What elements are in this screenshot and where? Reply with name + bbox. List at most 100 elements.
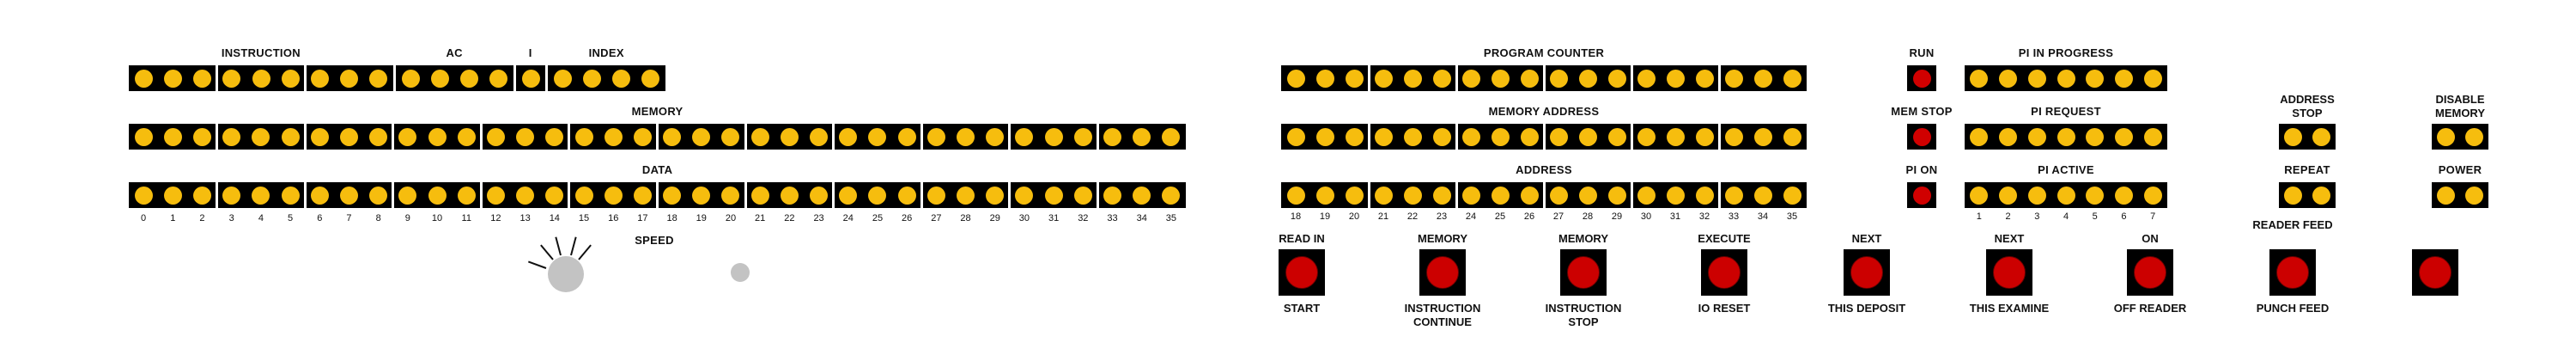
lamp-group-separator (479, 124, 483, 150)
lamp-group-separator (392, 124, 395, 150)
memory-address-lamps-lamp (1753, 127, 1772, 146)
switch-top-label: READ IN (1279, 232, 1325, 245)
address-bit-number: 30 (1640, 211, 1652, 222)
switch-button[interactable] (1426, 256, 1459, 289)
memory-address-lamps-lamp (1315, 127, 1334, 146)
switch-button[interactable] (1285, 256, 1318, 289)
address-lamps-lamp (1578, 186, 1597, 205)
pi-number: 7 (2150, 211, 2156, 222)
switch-button[interactable] (1567, 256, 1600, 289)
lamp-group-separator (568, 124, 571, 150)
lamp-group-separator (1630, 65, 1633, 91)
data-label: DATA (641, 163, 673, 176)
address-bit-number: 29 (1611, 211, 1623, 222)
address-bit-number: 28 (1582, 211, 1594, 222)
memory-lamps-lamp (134, 127, 153, 146)
lamp-group-separator (1367, 65, 1370, 91)
data-bit-number: 25 (872, 213, 884, 223)
address-stop-lamps-lamp (2284, 127, 2302, 146)
lamp-group-separator (1096, 182, 1099, 208)
speed-knob[interactable] (548, 256, 584, 292)
lamp-group-separator (479, 182, 483, 208)
lamp-group-separator (1367, 124, 1370, 150)
memory-lamps-lamp (750, 127, 769, 146)
data-bit-number: 10 (431, 213, 443, 223)
data-bit-number: 4 (258, 213, 264, 223)
address-stop-lamps-lamp (2312, 127, 2330, 146)
instruction-lamps-lamp (281, 69, 300, 88)
switch-button[interactable] (2419, 256, 2451, 289)
data-lamps (129, 182, 1186, 208)
pi-request-lamps-lamp (2057, 127, 2075, 146)
data-lamps-lamp (721, 186, 740, 205)
switch-button[interactable] (2134, 256, 2166, 289)
memory-address-lamps-lamp (1724, 127, 1743, 146)
memory-lamps-lamp (1103, 127, 1121, 146)
switch-top-label: NEXT (1994, 232, 2025, 245)
memory-address-lamps-lamp (1432, 127, 1451, 146)
switch-4 (1701, 249, 1747, 296)
program-counter-lamps-lamp (1578, 69, 1597, 88)
program-counter-lamps-lamp (1549, 69, 1568, 88)
data-bit-number: 12 (490, 213, 501, 223)
memory-lamps-lamp (574, 127, 593, 146)
disable-memory-lamps-lamp (2465, 127, 2483, 146)
address-lamps-lamp (1666, 186, 1685, 205)
small-knob[interactable] (731, 263, 750, 282)
data-lamps-lamp (1103, 186, 1121, 205)
address-stop-lamps (2279, 124, 2336, 150)
i-label: I (528, 46, 532, 59)
data-bit-number: 14 (549, 213, 560, 223)
repeat-lamps (2279, 182, 2336, 208)
program-counter-lamps (1281, 65, 1807, 91)
memory-address-lamps-lamp (1666, 127, 1685, 146)
address-bit-number: 22 (1406, 211, 1419, 222)
data-bit-number: 23 (813, 213, 824, 223)
address-bit-number: 18 (1290, 211, 1302, 222)
index-lamps-lamp (612, 69, 631, 88)
switch-bottom-label: INSTRUCTION STOP (1545, 302, 1622, 328)
switch-button[interactable] (1708, 256, 1741, 289)
pi-active-label: PI ACTIVE (2038, 163, 2094, 176)
lamp-group-separator (1630, 124, 1633, 150)
memory-lamps-lamp (369, 127, 388, 146)
pi-number: 4 (2063, 211, 2069, 222)
switch-button[interactable] (1850, 256, 1883, 289)
program-counter-lamps-lamp (1753, 69, 1772, 88)
program-counter-lamps-lamp (1666, 69, 1685, 88)
memory-address-lamps-lamp (1520, 127, 1539, 146)
address-stop-label: ADDRESS STOP (2280, 93, 2335, 119)
program-counter-lamps-lamp (1637, 69, 1656, 88)
memory-lamps-lamp (310, 127, 329, 146)
data-bit-number: 29 (989, 213, 1000, 223)
program-counter-lamps-lamp (1345, 69, 1364, 88)
lamp-group-separator (216, 182, 219, 208)
data-lamps-lamp (1044, 186, 1063, 205)
data-bit-number: 9 (404, 213, 410, 223)
switch-button[interactable] (2276, 256, 2309, 289)
address-bit-number: 34 (1757, 211, 1769, 222)
lamp-group-separator (656, 182, 659, 208)
data-lamps-lamp (1015, 186, 1034, 205)
switch-button[interactable] (1993, 256, 2026, 289)
memory-lamps-lamp (457, 127, 476, 146)
memory-address-lamps-lamp (1607, 127, 1626, 146)
data-bit-number: 31 (1048, 213, 1060, 223)
program-counter-lamps-lamp (1520, 69, 1539, 88)
pi-active-lamps-lamp (2057, 186, 2075, 205)
data-bit-number: 16 (608, 213, 619, 223)
instruction-lamps-lamp (193, 69, 212, 88)
memory-lamps-lamp (486, 127, 505, 146)
memory-lamps-lamp (780, 127, 799, 146)
data-lamps-lamp (868, 186, 887, 205)
program-counter-lamps-lamp (1461, 69, 1480, 88)
address-lamps-lamp (1637, 186, 1656, 205)
i-lamp-lamp (521, 69, 540, 88)
address-lamps-lamp (1432, 186, 1451, 205)
address-lamps-lamp (1607, 186, 1626, 205)
memory-lamps-lamp (721, 127, 740, 146)
pi-active-lamps-lamp (2114, 186, 2133, 205)
pi-in-progress-lamps-lamp (1970, 69, 1989, 88)
memory-lamps-lamp (604, 127, 623, 146)
data-bit-number: 27 (931, 213, 942, 223)
